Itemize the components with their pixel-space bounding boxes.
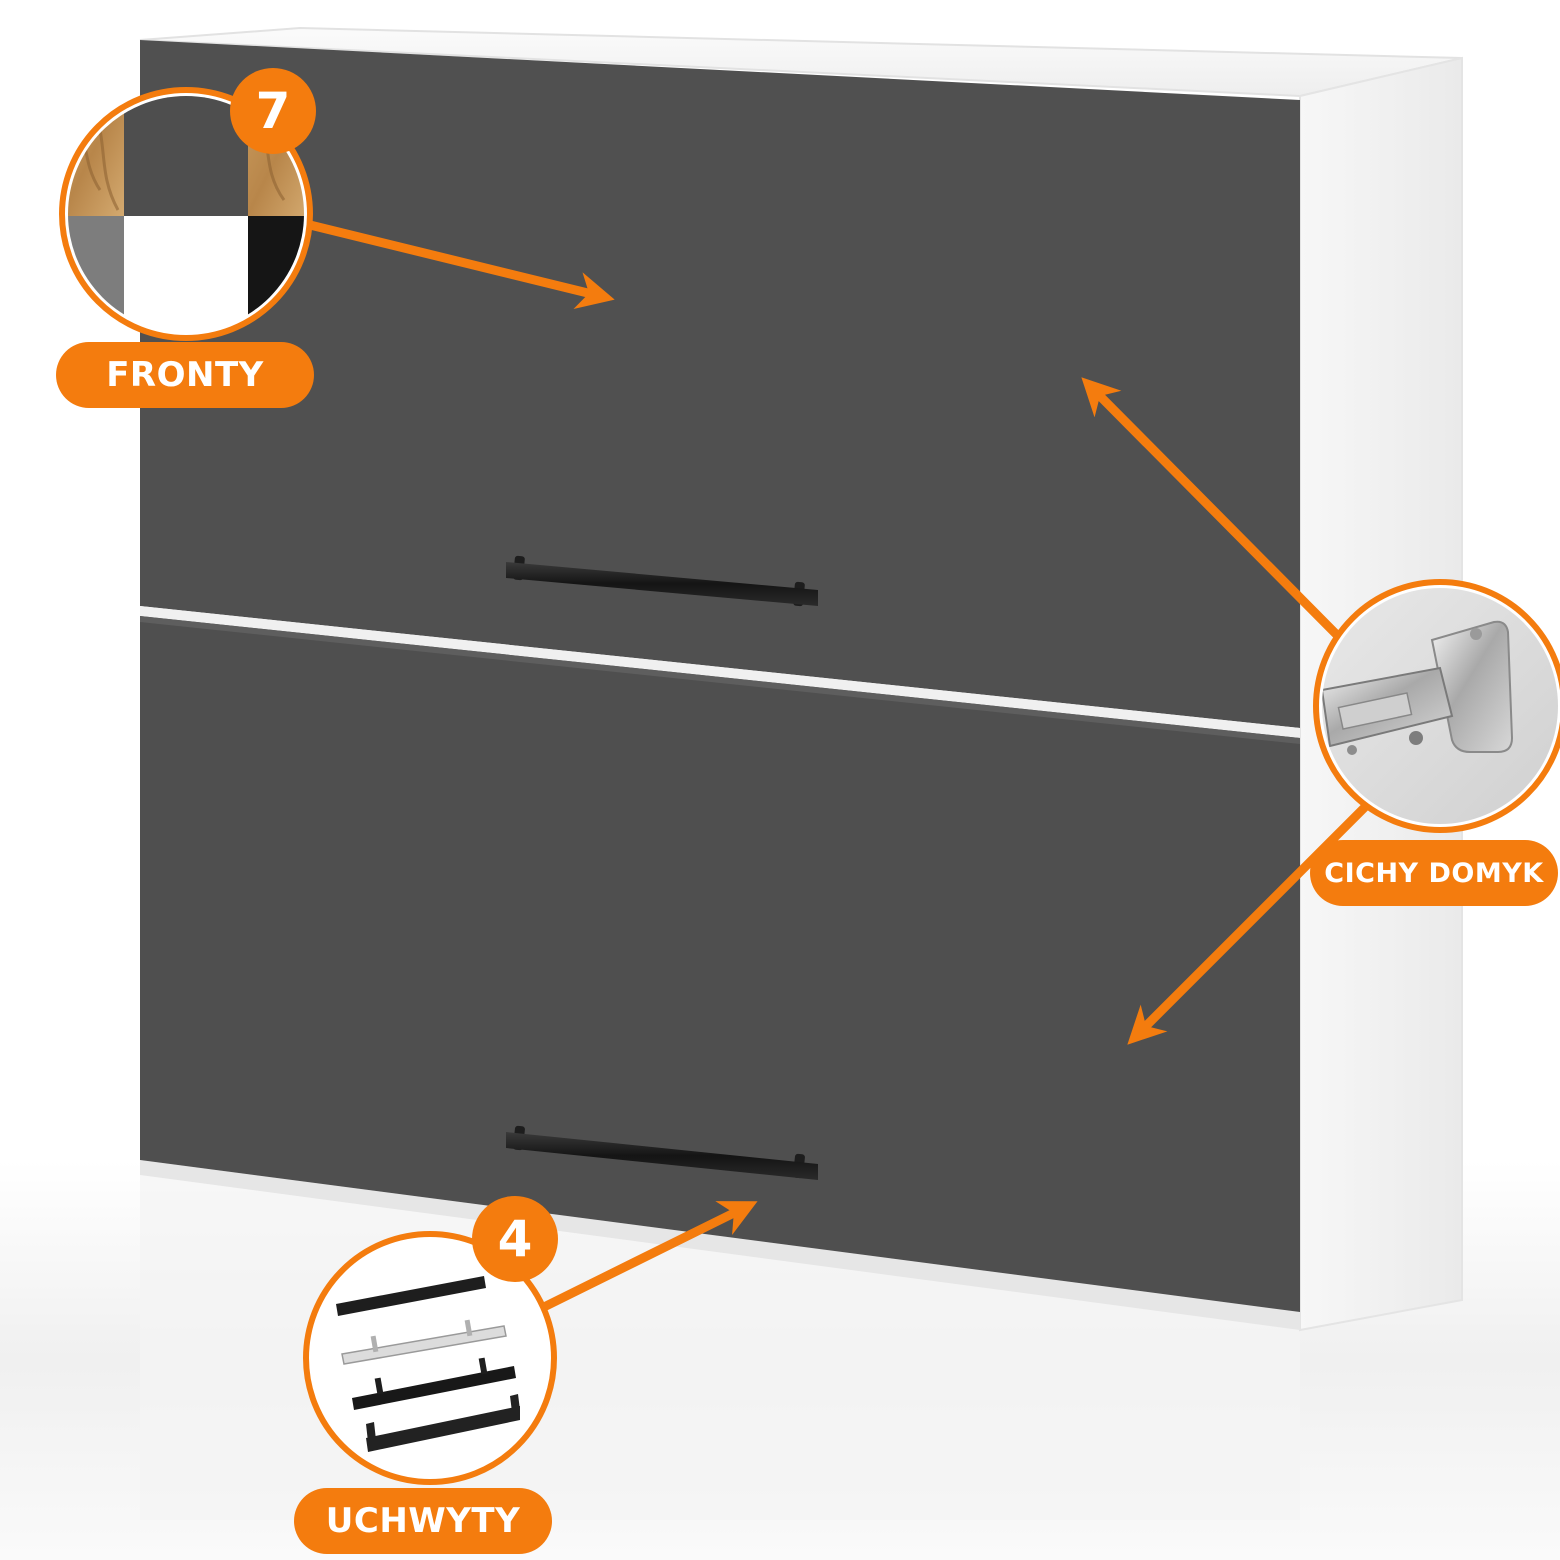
front-gap (140, 606, 1300, 738)
upper-front-panel (140, 40, 1300, 728)
cabinet-bottom-edge (140, 1160, 1300, 1330)
cichy-domyk-label: CICHY DOMYK (1310, 840, 1558, 906)
upper-handle (506, 555, 818, 607)
fronty-label: FRONTY (56, 342, 314, 408)
uchwyty-label: UCHWYTY (294, 1488, 552, 1554)
hinge-arrow-upper (1081, 377, 1343, 641)
lower-front-panel (140, 616, 1300, 1312)
hinge-icon (1313, 579, 1560, 833)
lower-handle (506, 1125, 818, 1180)
uchwyty-count-badge: 4 (472, 1196, 558, 1282)
front-edge-highlight (140, 616, 1300, 744)
handle-options-icon (303, 1231, 557, 1485)
uchwyty-arrow (541, 1201, 758, 1311)
fronty-count-badge: 7 (230, 68, 316, 154)
fronty-arrow (301, 219, 615, 309)
